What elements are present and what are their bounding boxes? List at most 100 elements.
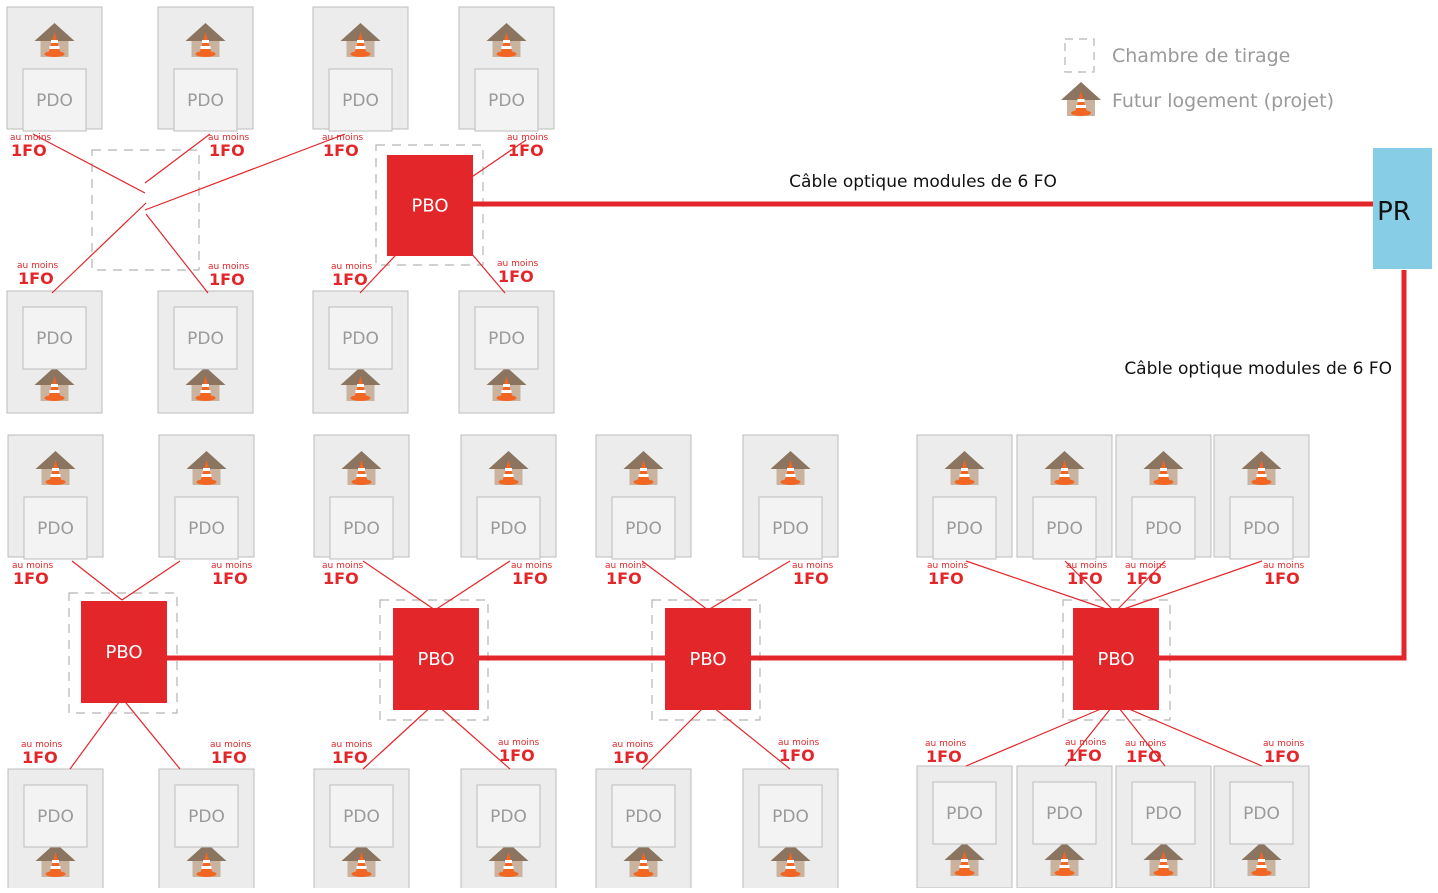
chambre-de-tirage-3 [68,592,178,714]
fo-label-count: 1FO [498,267,534,286]
fo-label-small: au moins [210,740,252,750]
pdo-label: PDO [625,807,662,827]
drop-line-19 [69,697,123,770]
pdo-label: PDO [342,329,379,349]
building-25: PDO [916,765,1013,889]
pdo-label: PDO [37,807,74,827]
building-23: PDO [595,768,692,890]
fo-label-small: au moins [211,561,253,571]
pdo-label: PDO [342,91,379,111]
drop-line-15 [965,560,1116,613]
fo-label-count: 1FO [1264,569,1300,588]
pbo-label: PBO [417,649,454,670]
pdo-label: PDO [343,519,380,539]
fo-label-count: 1FO [1126,569,1162,588]
fo-label-small: au moins [927,561,969,571]
pdo-label: PDO [188,519,225,539]
cables-layer [166,201,1407,661]
building-20: PDO [158,768,255,890]
pbo-box [81,601,167,703]
building-5: PDO [6,290,103,414]
chambre-de-tirage-1 [91,149,200,271]
drop-line-23 [641,702,709,770]
pdo-label: PDO [1243,519,1280,539]
fo-label-count: 1FO [323,141,359,160]
fo-label-count: 1FO [22,748,58,767]
fo-label-small: au moins [925,739,967,749]
fo-label-count: 1FO [779,746,815,765]
fo-label-count: 1FO [13,569,49,588]
fo-label-count: 1FO [11,141,47,160]
pdo-label: PDO [187,329,224,349]
cable-label-top: Câble optique modules de 6 FO [789,172,1057,192]
building-3: PDO [312,6,409,132]
legend-chambre-label: Chambre de tirage [1112,45,1290,67]
building-11: PDO [313,434,410,560]
drop-line-16 [1064,560,1116,613]
logement-legend-icon [1061,82,1101,116]
pdo-box [328,68,393,132]
fo-label-count: 1FO [1126,747,1162,766]
pdo-box [22,68,87,132]
pdo-box [932,496,997,560]
fo-label-count: 1FO [928,569,964,588]
pdo-box [173,68,238,132]
drop-line-18 [1114,560,1263,613]
building-16: PDO [1016,434,1113,560]
pdo-box [611,496,676,560]
pdo-label: PDO [488,329,525,349]
fo-label-small: au moins [497,259,539,269]
fo-label-count: 1FO [1066,746,1102,765]
fo-label-count: 1FO [606,569,642,588]
building-26: PDO [1016,765,1113,889]
drop-line-9 [71,560,123,601]
fo-label-small: au moins [792,561,834,571]
fo-label-small: au moins [331,740,373,750]
pdo-box [476,496,541,560]
fo-label-count: 1FO [613,748,649,767]
legend: Chambre de tirage Futur logement (projet… [1061,38,1334,116]
pdo-label: PDO [772,807,809,827]
fo-label-small: au moins [498,738,540,748]
fo-label-small: au moins [1263,561,1305,571]
pbo-label: PBO [1097,649,1134,670]
fo-label-small: au moins [1125,561,1167,571]
pdo-label: PDO [1243,804,1280,824]
fo-label-small: au moins [1263,739,1305,749]
drop-line-22 [434,702,511,770]
pdo-box [474,68,539,132]
fo-label-count: 1FO [1264,747,1300,766]
drop-line-11 [362,560,436,611]
pdo-box [1131,496,1196,560]
pdo-label: PDO [187,91,224,111]
pdo-box [1229,496,1294,560]
pbo-3: PBO [393,608,479,710]
pdo-label: PDO [36,91,73,111]
pbo-label: PBO [689,649,726,670]
pdo-box [174,496,239,560]
pdo-box [22,306,87,370]
pdo-box [328,306,393,370]
chambers-layer [68,144,1171,721]
pdo-box [329,784,394,848]
drop-line-12 [434,560,511,611]
chamber-legend-icon [1064,38,1095,73]
pdo-label: PDO [625,519,662,539]
fo-label-count: 1FO [499,746,535,765]
pdo-box [1229,781,1294,845]
